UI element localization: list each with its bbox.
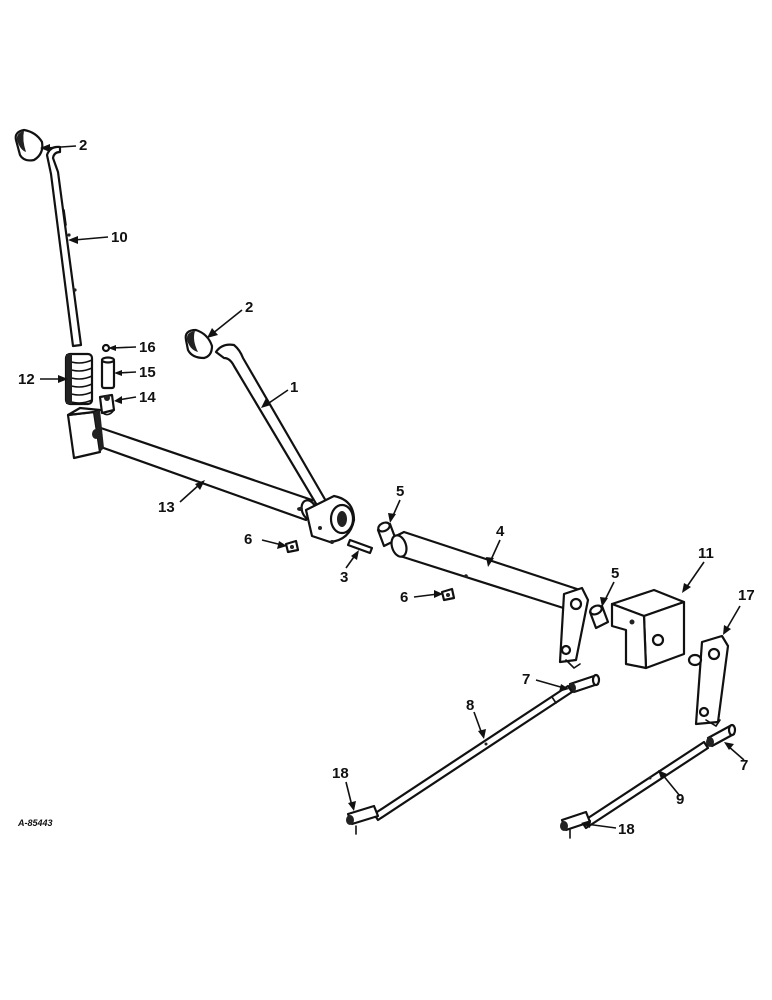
callout-6-left: 6 xyxy=(244,531,252,548)
callout-1: 1 xyxy=(290,379,298,396)
callout-5-right: 5 xyxy=(611,565,619,582)
callout-12: 12 xyxy=(18,371,35,388)
callout-3: 3 xyxy=(340,569,348,586)
part-rod-end-left xyxy=(346,804,380,835)
callout-16: 16 xyxy=(139,339,156,356)
part-fitting xyxy=(98,393,116,416)
callout-7-right: 7 xyxy=(740,757,748,774)
callout-labels: 2 10 16 15 12 14 2 1 13 5 6 3 4 6 5 11 1… xyxy=(18,137,755,838)
part-short-rod xyxy=(580,740,710,830)
part-clevis-left xyxy=(568,673,601,694)
callout-6-right: 6 xyxy=(400,589,408,606)
callout-18-left: 18 xyxy=(332,765,349,782)
callout-7-left: 7 xyxy=(522,671,530,688)
callout-9: 9 xyxy=(676,791,684,808)
part-knob-middle xyxy=(184,328,214,360)
callout-5-left: 5 xyxy=(396,483,404,500)
callout-4: 4 xyxy=(496,523,505,540)
part-set-screw-right xyxy=(440,587,456,602)
callout-11: 11 xyxy=(698,545,714,562)
part-sleeve xyxy=(100,356,116,390)
callout-13: 13 xyxy=(158,499,175,516)
part-clevis-right xyxy=(706,723,737,748)
callout-2-upper: 2 xyxy=(79,137,87,154)
part-spring xyxy=(64,352,94,406)
callout-2-middle: 2 xyxy=(245,299,253,316)
part-vertical-rod xyxy=(45,145,83,348)
callout-8: 8 xyxy=(466,697,474,714)
callout-10: 10 xyxy=(111,229,128,246)
part-tube xyxy=(390,530,590,670)
part-pin xyxy=(346,538,374,555)
part-set-screw-left xyxy=(284,539,300,554)
callout-14: 14 xyxy=(139,389,156,406)
part-arm-plate xyxy=(687,634,730,728)
leader-lines xyxy=(40,144,745,829)
part-bracket xyxy=(610,588,686,670)
drawing-reference-number: A-85443 xyxy=(17,818,53,828)
part-knob-upper xyxy=(14,128,44,162)
callout-17: 17 xyxy=(738,587,755,604)
callout-15: 15 xyxy=(139,364,156,381)
part-lever xyxy=(214,343,356,544)
callout-18-right: 18 xyxy=(618,821,635,838)
part-bushing-right xyxy=(588,604,610,630)
